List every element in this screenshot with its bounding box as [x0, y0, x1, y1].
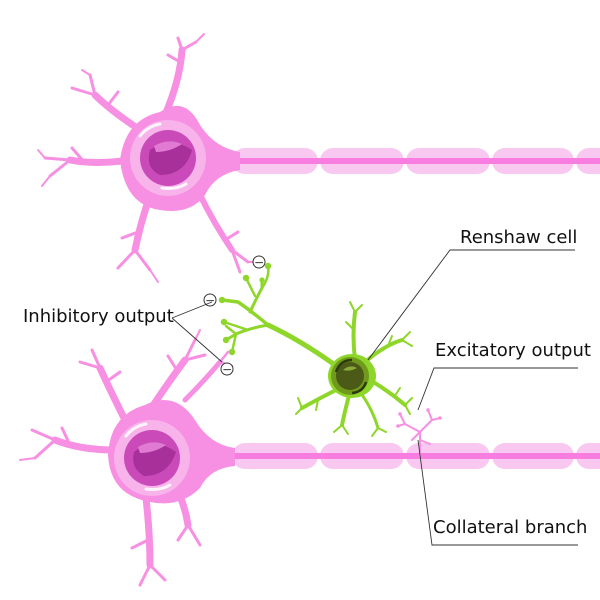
top-motor-neuron — [37, 33, 600, 283]
svg-text:−: − — [205, 294, 215, 308]
svg-text:−: − — [254, 256, 264, 270]
top-dendrites — [37, 33, 257, 283]
inhibitory-leader-up — [171, 301, 213, 319]
renshaw-cell-label: Renshaw cell — [460, 227, 577, 248]
excitatory-output-label: Excitatory output — [435, 340, 591, 361]
bottom-axon — [190, 443, 600, 469]
leader-lines — [171, 249, 578, 546]
inhibitory-leader-down — [171, 317, 223, 363]
renshaw-nucleus — [336, 362, 364, 390]
inhibitory-sign-icon: − — [203, 293, 217, 308]
inhibitory-sign-icon: − — [220, 362, 234, 377]
bottom-motor-neuron — [19, 329, 600, 587]
renshaw-cell — [218, 262, 413, 437]
collateral-branch — [396, 408, 442, 457]
renshaw-leader — [367, 249, 575, 361]
top-axon — [200, 148, 600, 174]
inhibitory-output-label: Inhibitory output — [23, 306, 174, 327]
excitatory-leader — [417, 367, 578, 411]
inhibitory-sign-icon: − — [252, 255, 266, 270]
inhibitory-markers: − − − — [203, 255, 266, 377]
collateral-branch-label: Collateral branch — [433, 517, 587, 538]
svg-text:−: − — [222, 363, 232, 377]
renshaw-axon — [218, 262, 338, 368]
collateral-leader — [417, 439, 578, 546]
